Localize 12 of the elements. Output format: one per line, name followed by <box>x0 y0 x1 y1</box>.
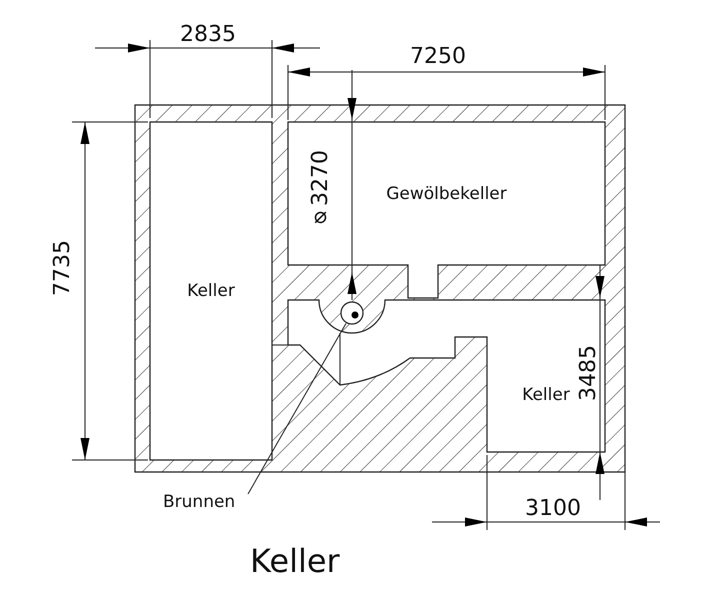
room-name: Keller <box>187 281 235 301</box>
callout-label: Brunnen <box>163 492 236 512</box>
dimension-label: 3100 <box>525 498 581 520</box>
leader-line <box>248 322 347 494</box>
dimension-label: 2835 <box>180 24 236 46</box>
dimension-label: 3485 <box>578 345 600 401</box>
room-name: Gewölbekeller <box>386 184 507 204</box>
plan-title: Keller <box>250 545 340 577</box>
dimension-label: 7250 <box>410 46 466 68</box>
dimension-label: 7735 <box>52 240 74 296</box>
dimension-label: ⌀3270 <box>310 150 332 231</box>
room-name: Keller <box>522 384 570 404</box>
